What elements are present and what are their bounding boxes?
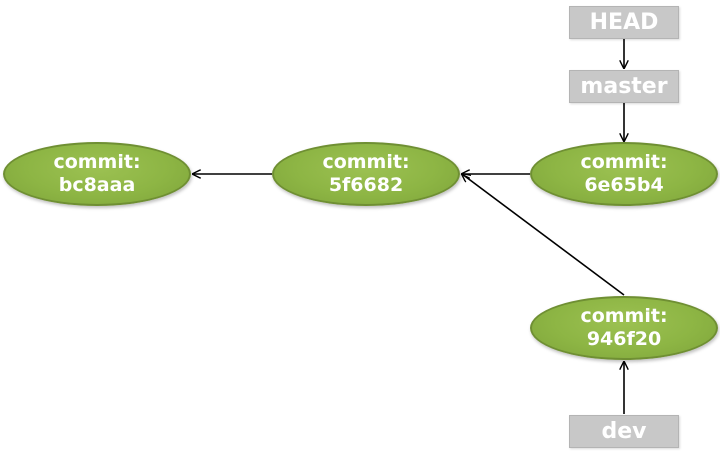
commit-hash: 5f6682 [328, 174, 404, 196]
commit-node-bc8aaa: commit: bc8aaa [3, 142, 191, 206]
commit-label: commit: [322, 151, 410, 173]
commit-node-5f6682: commit: 5f6682 [272, 142, 460, 206]
commit-hash: bc8aaa [58, 174, 136, 196]
commit-node-946f20: commit: 946f20 [530, 296, 718, 360]
dev-branch-label: dev [601, 419, 647, 444]
commit-node-6e65b4: commit: 6e65b4 [530, 142, 718, 206]
master-branch-ref: master [569, 70, 679, 103]
dev-branch-ref: dev [569, 415, 679, 448]
commit-label: commit: [53, 151, 141, 173]
edge-946f20-to-5f6682 [462, 174, 625, 296]
commit-label: commit: [580, 305, 668, 327]
commit-label: commit: [580, 151, 668, 173]
commit-hash: 946f20 [586, 328, 662, 350]
head-ref-label: HEAD [589, 10, 659, 35]
head-ref: HEAD [569, 6, 679, 39]
commit-hash: 6e65b4 [584, 174, 664, 196]
master-branch-label: master [580, 74, 668, 99]
